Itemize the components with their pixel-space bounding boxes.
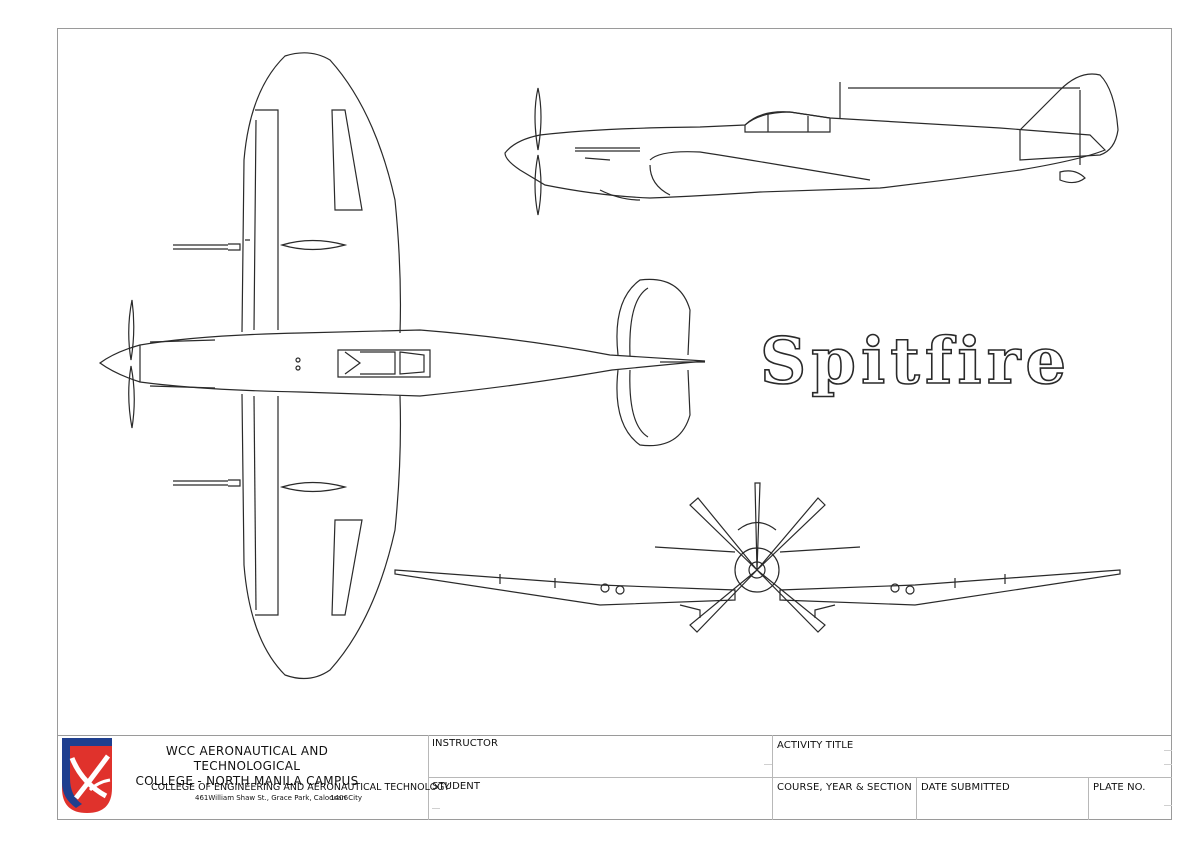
school-name: WCC AERONAUTICAL AND TECHNOLOGICAL COLLE… [118, 744, 376, 789]
side-propeller [534, 87, 542, 216]
aircraft-drawing: Spitfire [98, 52, 1121, 680]
course-label: COURSE, YEAR & SECTION [777, 782, 912, 793]
drawing-sheet-border [57, 28, 1172, 820]
side-canopy [744, 111, 831, 133]
plan-wing-upper [241, 52, 402, 334]
front-wing-right [779, 569, 1121, 606]
instructor-cell [428, 735, 772, 778]
plan-tailplane [616, 278, 691, 447]
student-label: STUDENT [432, 781, 481, 792]
plan-propeller [128, 299, 135, 429]
address: 461William Shaw St., Grace Park, Calooca… [195, 794, 362, 802]
date-label: DATE SUBMITTED [921, 782, 1010, 793]
drawing-title: Spitfire [760, 324, 1071, 399]
school-name-line1: WCC AERONAUTICAL AND TECHNOLOGICAL [165, 744, 329, 773]
front-wing-left [394, 569, 736, 606]
activity-title-cell [772, 735, 1172, 778]
plan-view [98, 52, 706, 680]
side-fuselage [504, 111, 1107, 199]
instructor-label: INSTRUCTOR [432, 738, 499, 749]
plate-cell [1088, 778, 1172, 820]
college-logo [62, 738, 112, 813]
date-cell [916, 778, 1088, 820]
address-text: 461William Shaw St., Grace Park, Calooca… [195, 794, 362, 802]
plan-spinner [98, 344, 141, 383]
front-view [394, 482, 1121, 633]
student-cell [428, 778, 772, 820]
side-view [504, 73, 1119, 216]
plan-cockpit [337, 349, 431, 378]
plan-wing-lower [241, 393, 402, 680]
plate-label: PLATE NO. [1093, 782, 1146, 793]
course-cell [772, 778, 916, 820]
title-block [57, 735, 1172, 820]
college-name: COLLEGE OF ENGINEERING AND AERONAUTICAL … [151, 782, 450, 793]
school-name-line2: COLLEGE - NORTH MANILA CAMPUS [135, 774, 359, 788]
plan-fuselage [139, 329, 706, 397]
side-fin [1019, 73, 1119, 161]
activity-title-label: ACTIVITY TITLE [777, 740, 854, 751]
front-propeller [689, 482, 826, 633]
address-code: 1406 [330, 794, 349, 802]
